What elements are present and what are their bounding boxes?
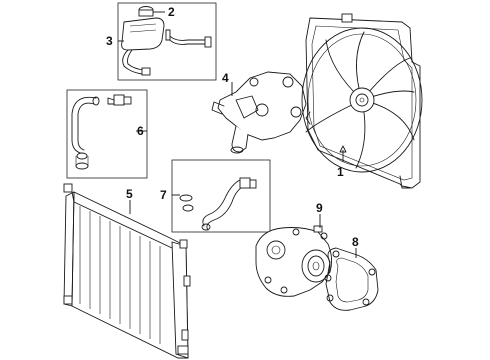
thermostat-housing	[211, 71, 307, 154]
upper-hose-box	[66, 89, 148, 179]
radiator	[63, 183, 191, 359]
callout-7: 7	[160, 188, 167, 202]
water-pump	[255, 214, 333, 297]
callout-6: 6	[137, 124, 144, 138]
upper-hose-group	[66, 89, 148, 179]
reservoir-box	[117, 2, 217, 81]
callout-4: 4	[222, 71, 229, 85]
radiator-fins	[79, 206, 161, 344]
lower-hose-group	[171, 159, 271, 233]
lower-hose-box	[171, 159, 271, 233]
coolant-reservoir-group	[117, 2, 217, 81]
callout-9: 9	[316, 201, 323, 215]
callout-5: 5	[126, 187, 133, 201]
callout-8: 8	[352, 235, 359, 249]
water-pump-gasket	[325, 247, 379, 311]
cooling-fan-assembly	[301, 13, 423, 189]
callout-3: 3	[106, 34, 113, 48]
callout-2: 2	[168, 5, 175, 19]
callout-1: 1	[337, 165, 344, 179]
